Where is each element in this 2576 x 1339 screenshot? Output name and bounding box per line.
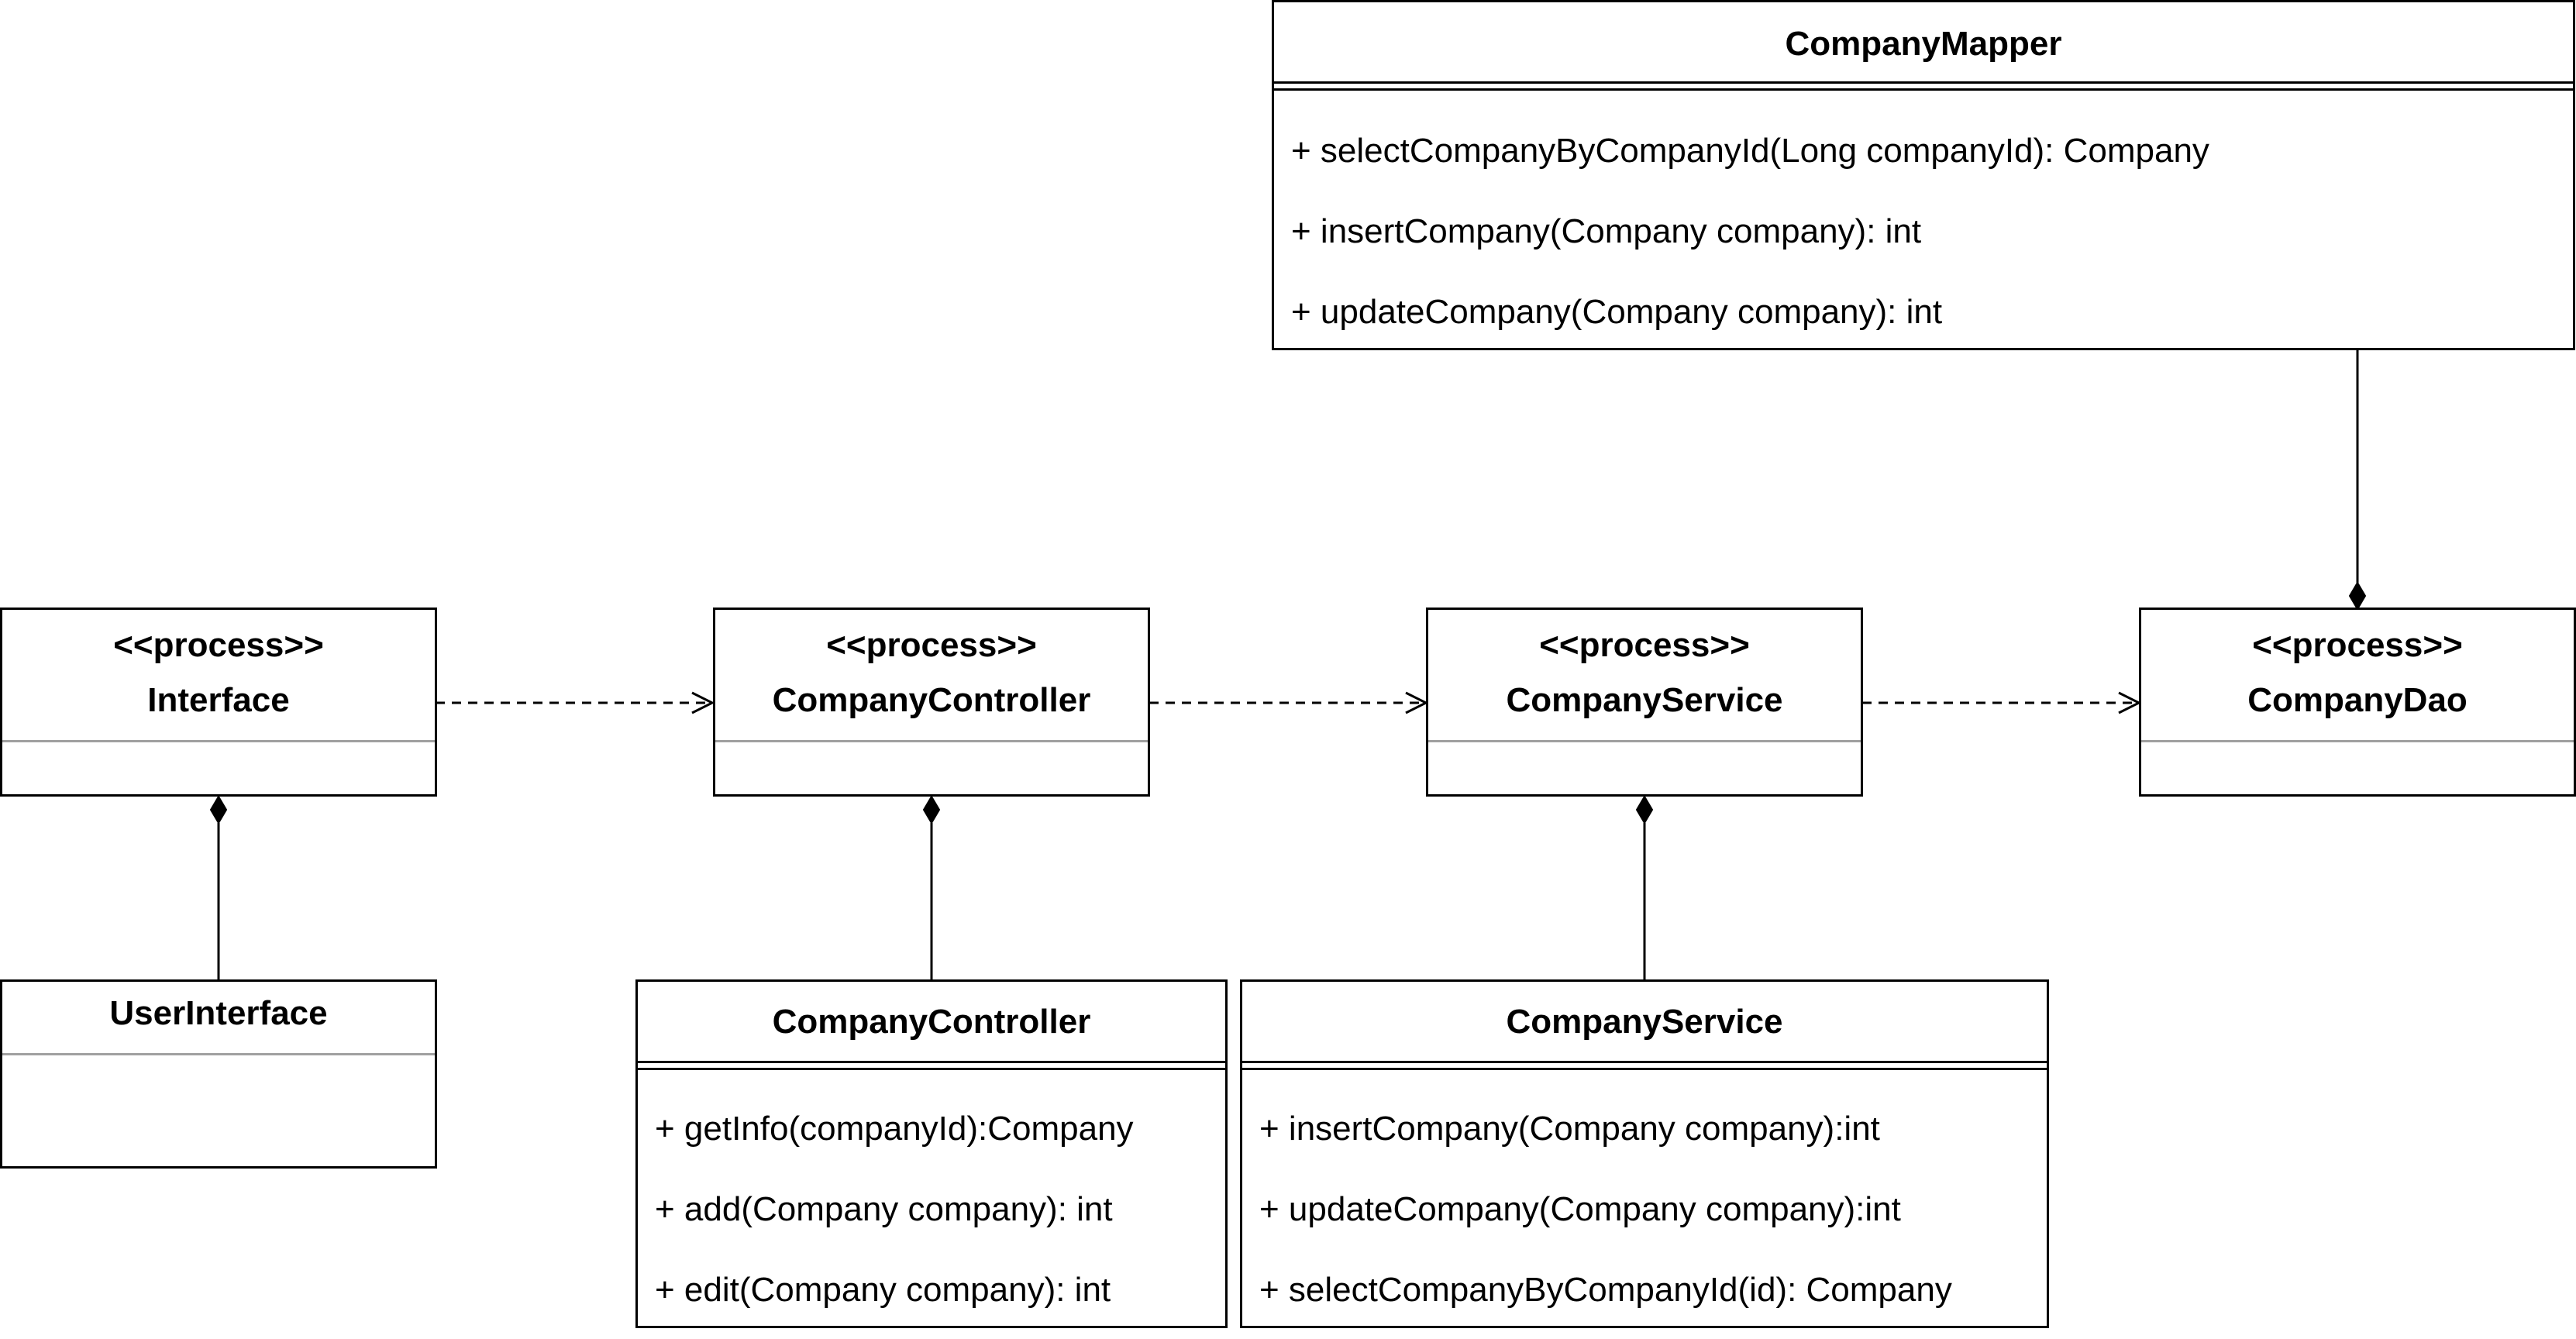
compartment-divider: [1428, 740, 1861, 742]
method-item: + edit(Company company): int: [655, 1271, 1111, 1309]
composition-diamond: [2348, 581, 2367, 611]
class-interface-process[interactable]: <<process>> Interface: [0, 608, 437, 797]
method-item: + add(Company company): int: [655, 1190, 1113, 1228]
class-name: CompanyService: [1506, 681, 1783, 719]
compartment-divider: [1242, 1061, 2047, 1070]
class-name: CompanyController: [772, 681, 1091, 719]
method-item: + updateCompany(Company company):int: [1259, 1190, 1901, 1228]
composition-diamond: [922, 795, 941, 824]
class-user-interface[interactable]: UserInterface: [0, 979, 437, 1169]
class-name: CompanyMapper: [1785, 25, 2062, 63]
class-company-dao-process[interactable]: <<process>> CompanyDao: [2139, 608, 2576, 797]
compartment-divider: [2, 1053, 435, 1055]
method-item: + updateCompany(Company company): int: [1291, 293, 1943, 331]
dependency-arrowhead: [691, 691, 715, 714]
composition-diamond: [209, 795, 228, 824]
method-item: + insertCompany(Company company):int: [1259, 1110, 1880, 1148]
method-item: + insertCompany(Company company): int: [1291, 212, 1922, 250]
compartment-divider: [638, 1061, 1225, 1070]
stereotype-label: <<process>>: [2252, 626, 2463, 664]
class-company-service[interactable]: CompanyService + insertCompany(Company c…: [1240, 979, 2049, 1328]
class-name: CompanyController: [772, 1003, 1091, 1041]
class-name: Interface: [147, 681, 290, 719]
compartment-divider: [2, 740, 435, 742]
class-company-controller-process[interactable]: <<process>> CompanyController: [713, 608, 1150, 797]
method-item: + selectCompanyByCompanyId(Long companyI…: [1291, 132, 2209, 170]
compartment-divider: [1274, 81, 2573, 91]
class-name: CompanyService: [1506, 1003, 1783, 1041]
stereotype-label: <<process>>: [113, 626, 324, 664]
class-name: UserInterface: [109, 994, 328, 1032]
composition-diamond: [1635, 795, 1654, 824]
compartment-divider: [2141, 740, 2574, 742]
class-name: CompanyDao: [2247, 681, 2468, 719]
class-company-service-process[interactable]: <<process>> CompanyService: [1426, 608, 1863, 797]
method-item: + getInfo(companyId):Company: [655, 1110, 1134, 1148]
class-company-controller[interactable]: CompanyController + getInfo(companyId):C…: [635, 979, 1228, 1328]
stereotype-label: <<process>>: [1539, 626, 1750, 664]
compartment-divider: [715, 740, 1148, 742]
stereotype-label: <<process>>: [826, 626, 1037, 664]
method-item: + selectCompanyByCompanyId(id): Company: [1259, 1271, 1952, 1309]
class-company-mapper[interactable]: CompanyMapper + selectCompanyByCompanyId…: [1272, 0, 2575, 350]
